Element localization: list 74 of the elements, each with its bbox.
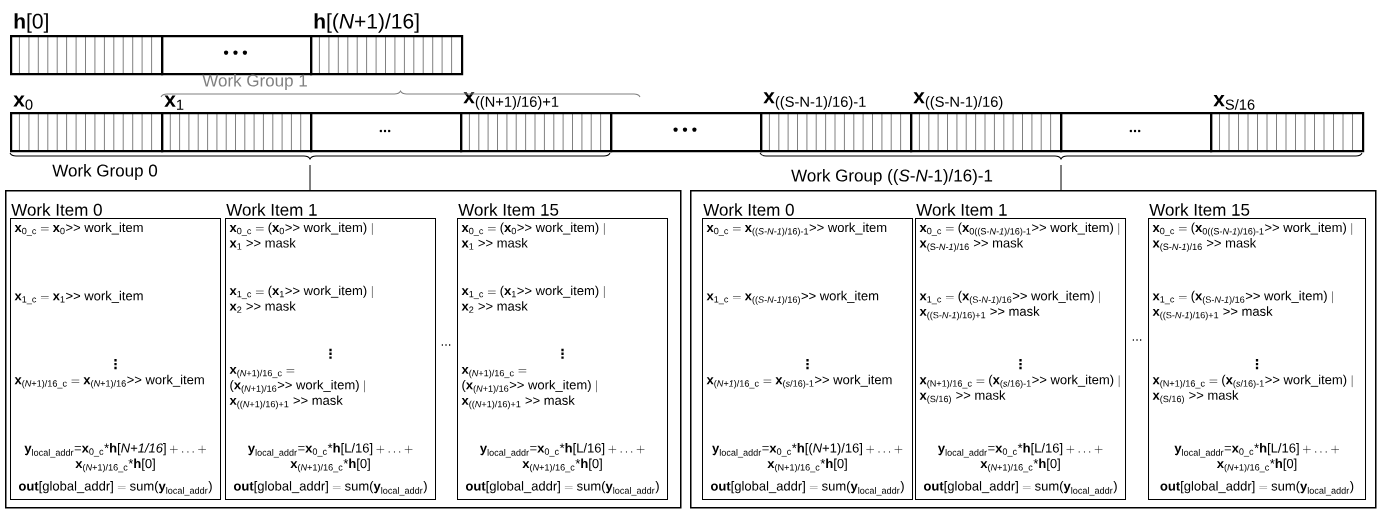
sum-formula: $\textbf{y}_{\text{local\_addr}}\text{=}\textbf{x}_{\text{0\_c}}\text{*}\textbf{h}\text{[\textit{N+1/16}]} + \ldots + \textbf{x}_{\text{(\textit{N}+1)/16\_c}}\text{*}\textbf{h}\text{[0]}$ bbox=[24, 443, 206, 473]
sum-formula: $\textbf{y}_{\text{local\_addr}}\text{=}\textbf{x}_{\text{0\_c}}\text{*}\textbf{h}\text{[L/16]} + \ldots + \textbf{x}_{\text{(\textit{N}+1)/16\_c}}\text{*}\textbf{h}\text{[0]}$ bbox=[1174, 443, 1339, 473]
memory-cell: x$_{1}$ bbox=[161, 95, 313, 153]
memory-cell: x$_{((N+1)/16)+1}$ bbox=[460, 92, 613, 153]
shift-formula: $\textbf{x}_{\text{1\_c}} = \text{(}\textbf{x}_{\text{1}}\text{>> work\_item)} \mid \textbf{x}_{\text{2}}\text{ >> mask}$ bbox=[229, 285, 373, 313]
sum-formula: $\textbf{y}_{\text{local\_addr}}\text{=}\textbf{x}_{\text{0\_c}}\text{*}\textbf{h}\text{[L/16]} + \ldots + \textbf{x}_{\text{(\textit{N}+1)/16\_c}}\text{*}\textbf{h}\text{[0]}$ bbox=[937, 443, 1103, 473]
shift-formula: $\textbf{x}_{\text{1\_c}} = \textbf{x}_{\text{1}}\text{>> work\_item}$ bbox=[14, 290, 143, 305]
item-heading: Work Item 0 bbox=[11, 203, 102, 216]
ellipsis: ... bbox=[1132, 339, 1142, 341]
work-item-box bbox=[702, 203, 913, 500]
node-label: x$_{1}$ bbox=[164, 95, 184, 110]
shift-formula: $\textbf{x}_{\text{0\_c}} = \text{(}\textbf{x}_{\text{0((S-\textit{N-1})/16)-1}}\text{>> work\_item)} \mid \textbf{x}_{\text{(S-\textit{N-1})/16}}\text{ >> mask}$ bbox=[1152, 222, 1353, 252]
memory-cell: x$_{S/16}$ bbox=[1210, 95, 1365, 153]
group-label: Work Group 0 bbox=[52, 164, 158, 180]
node-label: x$_{((S-N-1)/16)-1}$ bbox=[763, 92, 866, 110]
shift-formula: $\textbf{x}_{\text{(N+1)/16\_c}} = \text{(}\textbf{x}_{\text{(\textit{s}/16)-1}}\text{>> work\_item)} \mid \textbf{x}_{\text{(S/16)}}\text{ >> mask}$ bbox=[919, 374, 1120, 404]
group-label: Work Group 1 bbox=[202, 74, 307, 90]
node-label: x$_{((N+1)/16)+1}$ bbox=[463, 92, 559, 110]
ellipsis-cell: ... bbox=[1060, 112, 1213, 153]
shift-formula: $\textbf{x}_{\text{(\textit{N}+1)/16\_c}} = \text{(}\textbf{x}_{\text{(\textit{N}+1)/16}}\text{>> work\_item)} \mid \textbf{x}_{\text{((\textit{N}+1)/16)+1}}\text{ >> mask}$ bbox=[461, 366, 597, 410]
work-item-box bbox=[225, 203, 436, 500]
shift-formula: $\textbf{x}_{\text{0\_c}} = \text{(}\textbf{x}_{\text{0((S-\textit{N-1})/16)-1}}\text{>> work\_item)} \mid \textbf{x}_{\text{(S-\textit{N-1})/16}}\text{ >> mask}$ bbox=[919, 222, 1120, 252]
sum-formula: $\textbf{y}_{\text{local\_addr}}\text{=}\textbf{x}_{\text{0\_c}}\text{*}\textbf{h}\text{[(\textit{N}+1)/16]} + \ldots + \textbf{x}_{\text{(N+1)/16\_c}}\text{*}\textbf{h}\text{[0]}$ bbox=[712, 443, 903, 473]
output-formula: $\textbf{out}\text{[global\_addr]} = \text{sum(}\textbf{y}_{\text{local\_addr}}\text{)}$ bbox=[233, 481, 427, 496]
vertical-ellipsis: ⋮ bbox=[1019, 359, 1022, 370]
node-label: x$_{((S-N-1)/16)}$ bbox=[913, 92, 1003, 110]
memory-cell: h[(N+1)/16] bbox=[310, 13, 464, 76]
output-formula: $\textbf{out}\text{[global\_addr]} = \text{sum(}\textbf{y}_{\text{local\_addr}}\text{)}$ bbox=[923, 481, 1117, 496]
node-label: x$_{S/16}$ bbox=[1213, 95, 1255, 110]
memory-cell: h[0] bbox=[10, 13, 164, 76]
memory-cell: x$_{0}$ bbox=[10, 95, 164, 153]
work-item-box bbox=[1148, 203, 1366, 500]
work-item-box bbox=[10, 203, 221, 500]
output-formula: $\textbf{out}\text{[global\_addr]} = \text{sum(}\textbf{y}_{\text{local\_addr}}\text{)}$ bbox=[465, 481, 659, 496]
output-formula: $\textbf{out}\text{[global\_addr]} = \text{sum(}\textbf{y}_{\text{local\_addr}}\text{)}$ bbox=[1160, 481, 1354, 496]
shift-formula: $\textbf{x}_{\text{0\_c}} = \textbf{x}_{\text{((\textit{S-N-1})/16)-1}}\text{>> work\_item}$ bbox=[706, 222, 887, 237]
output-formula: $\textbf{out}\text{[global\_addr]} = \text{sum(}\textbf{y}_{\text{local\_addr}}\text{)}$ bbox=[18, 481, 212, 496]
shift-formula: $\textbf{x}_{\text{(\textit{N+1})/16\_c}} = \textbf{x}_{\text{(\textit{s}/16)-1}}\text{>> work\_item}$ bbox=[706, 374, 892, 389]
node-label: x$_{0}$ bbox=[13, 95, 33, 110]
item-heading: Work Item 15 bbox=[458, 203, 559, 216]
item-heading: Work Item 1 bbox=[916, 203, 1007, 216]
item-heading: Work Item 15 bbox=[1149, 203, 1250, 216]
shift-formula: $\textbf{x}_{\text{1\_c}} = \text{(}\textbf{x}_{\text{1}}\text{>> work\_item)} \mid \textbf{x}_{\text{2}}\text{ >> mask}$ bbox=[461, 285, 605, 313]
work-item-box bbox=[457, 203, 668, 500]
group-label: Work Group ((S-N-1)/16)-1 bbox=[791, 169, 993, 185]
shift-formula: $\textbf{x}_{\text{1\_c}} = \text{(}\textbf{x}_{\text{(S-\textit{N-1})/16}}\text{>> work\_item)} \mid \textbf{x}_{\text{((S-\textit{N-1})/16)+1}}\text{ >> mask}$ bbox=[1152, 290, 1333, 321]
work-group-panel bbox=[5, 190, 682, 509]
shift-formula: $\textbf{x}_{\text{(\textit{N}+1)/16\_c}} = \text{(}\textbf{x}_{\text{(\textit{N}+1)/16}}\text{>> work\_item)} \mid \textbf{x}_{\text{((\textit{N}+1)/16)+1}}\text{ >> mask}$ bbox=[229, 366, 365, 410]
vertical-ellipsis: ⋮ bbox=[329, 348, 332, 359]
item-heading: Work Item 0 bbox=[703, 203, 794, 216]
shift-formula: $\textbf{x}_{\text{1\_c}} = \text{(}\textbf{x}_{\text{(S-\textit{N-1})/16}}\text{>> work\_item)} \mid \textbf{x}_{\text{((S-\textit{N-1})/16)+1}}\text{ >> mask}$ bbox=[919, 290, 1100, 321]
node-label: h[(N+1)/16] bbox=[314, 13, 419, 33]
memory-cell: x$_{((S-N-1)/16)-1}$ bbox=[760, 92, 913, 153]
memory-cell: x$_{((S-N-1)/16)}$ bbox=[910, 92, 1063, 153]
vertical-ellipsis: ⋮ bbox=[1255, 359, 1259, 370]
ellipsis-cell: • • • bbox=[610, 112, 763, 153]
node-label: h[0] bbox=[14, 13, 48, 33]
shift-formula: $\textbf{x}_{\text{0\_c}} = \textbf{x}_{\text{0}}\text{>> work\_item}$ bbox=[14, 222, 143, 236]
sum-formula: $\textbf{y}_{\text{local\_addr}}\text{=}\textbf{x}_{\text{0\_c}}\text{*}\textbf{h}\text{[L/16]} + \ldots + \textbf{x}_{\text{(\textit{N}+1)/16\_c}}\text{*}\textbf{h}\text{[0]}$ bbox=[247, 443, 413, 473]
vertical-ellipsis: ⋮ bbox=[806, 359, 809, 370]
output-formula: $\textbf{out}\text{[global\_addr]} = \text{sum(}\textbf{y}_{\text{local\_addr}}\text{)}$ bbox=[710, 481, 904, 496]
vertical-ellipsis: ⋮ bbox=[561, 348, 564, 359]
vertical-ellipsis: ⋮ bbox=[114, 359, 117, 370]
shift-formula: $\textbf{x}_{\text{0\_c}} = \text{(}\textbf{x}_{\text{0}}\text{>> work\_item)} \mid \textbf{x}_{\text{1}}\text{ >> mask}$ bbox=[461, 222, 605, 250]
work-item-box bbox=[915, 203, 1126, 500]
shift-formula: $\textbf{x}_{\text{(N+1)/16\_c}} = \text{(}\textbf{x}_{\text{(\textit{s}/16)-1}}\text{>> work\_item)} \mid \textbf{x}_{\text{(S/16)}}\text{ >> mask}$ bbox=[1152, 374, 1353, 404]
shift-formula: $\textbf{x}_{\text{(\textit{N}+1)/16\_c}} = \textbf{x}_{\text{(\textit{N}+1)/16}}\text{>> work\_item}$ bbox=[14, 374, 204, 389]
shift-formula: $\textbf{x}_{\text{1\_c}} = \textbf{x}_{\text{((\textit{S-N-1})/16)}}\text{>> work\_item}$ bbox=[706, 290, 879, 305]
sum-formula: $\textbf{y}_{\text{local\_addr}}\text{=}\textbf{x}_{\text{0\_c}}\text{*}\textbf{h}\text{[L/16]} + \ldots + \textbf{x}_{\text{(\textit{N}+1)/16\_c}}\text{*}\textbf{h}\text{[0]}$ bbox=[479, 443, 645, 473]
shift-formula: $\textbf{x}_{\text{0\_c}} = \text{(}\textbf{x}_{\text{0}}\text{>> work\_item)} \mid \textbf{x}_{\text{1}}\text{ >> mask}$ bbox=[229, 222, 373, 250]
item-heading: Work Item 1 bbox=[226, 203, 317, 216]
ellipsis-cell: ... bbox=[310, 112, 463, 153]
work-group-panel bbox=[690, 190, 1377, 509]
ellipsis: ... bbox=[441, 344, 451, 346]
